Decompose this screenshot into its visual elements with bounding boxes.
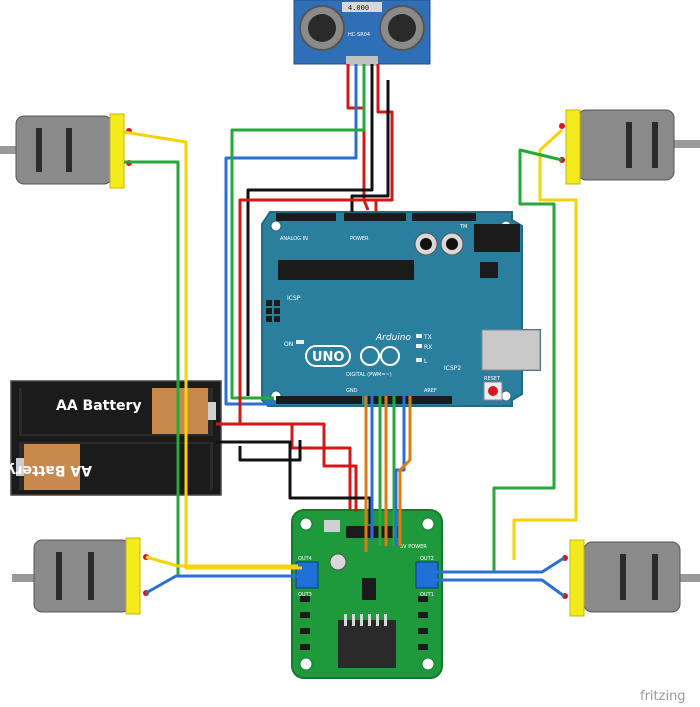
wire-motor-tr-yellow <box>512 128 578 560</box>
driver-out3-label: OUT3 <box>298 592 312 598</box>
fritzing-watermark: fritzing <box>640 689 686 704</box>
arduino-icsp-label: ICSP <box>287 295 301 302</box>
battery-holder <box>10 380 222 496</box>
motor-bottom-right <box>562 539 700 617</box>
wire-battery-black-b <box>238 440 302 462</box>
wire-sensor-trig <box>224 64 358 406</box>
arduino-power-label: POWER <box>350 236 369 242</box>
battery-label-top: AA Battery <box>56 398 142 414</box>
sensor-model-text: HC-SR04 <box>348 32 370 38</box>
arduino-reset-label: RESET <box>484 376 501 382</box>
wire-sensor-echo <box>230 64 366 400</box>
arduino-on-label: ON <box>284 341 293 348</box>
motor-top-left <box>0 113 132 189</box>
arduino-uno-board <box>261 211 541 407</box>
wire-battery-red <box>216 422 352 510</box>
arduino-analog-label: ANALOG IN <box>280 236 308 242</box>
motor-bottom-left <box>12 537 149 615</box>
arduino-l-label: L <box>424 358 428 365</box>
wire-motor-bl-blue <box>145 574 300 595</box>
wire-sensor-5v-b <box>374 64 394 212</box>
arduino-aref-label: AREF <box>424 388 437 394</box>
arduino-rx-label: RX <box>424 344 432 351</box>
driver-out1-label: OUT1 <box>420 592 434 598</box>
wire-gnd-a <box>350 80 390 212</box>
wire-motor-bl-yellow <box>145 555 298 568</box>
arduino-digital-label: DIGITAL (PWM=~) <box>346 372 392 378</box>
wire-signal-7 <box>398 396 412 546</box>
arduino-tx-label: TX <box>423 334 432 341</box>
arduino-tm-label: TM <box>459 224 467 230</box>
wire-red-5v <box>238 198 382 512</box>
battery-label-bottom: AA Battery <box>6 462 92 478</box>
wire-battery-black <box>216 440 372 524</box>
arduino-brand-label: Arduino <box>375 333 411 343</box>
wire-motor-br-blue-b <box>436 578 565 598</box>
driver-power-label: 5V POWER <box>400 544 427 550</box>
sensor-display-text: 4.000 <box>348 4 369 12</box>
ultrasonic-sensor <box>293 0 431 66</box>
arduino-icsp2-label: ICSP2 <box>444 365 461 372</box>
arduino-gnd-label: GND <box>346 388 358 394</box>
wire-sensor-gnd <box>246 64 374 396</box>
wire-motor-br-blue <box>436 556 565 574</box>
driver-out4-label: OUT4 <box>298 556 312 562</box>
wire-motor-tr-green <box>492 148 563 572</box>
arduino-board-label: UNO <box>312 350 345 365</box>
motor-top-right <box>559 109 700 185</box>
wires <box>123 64 578 598</box>
wire-motor-tl-yellow <box>123 130 302 570</box>
driver-out2-label: OUT2 <box>420 556 434 562</box>
